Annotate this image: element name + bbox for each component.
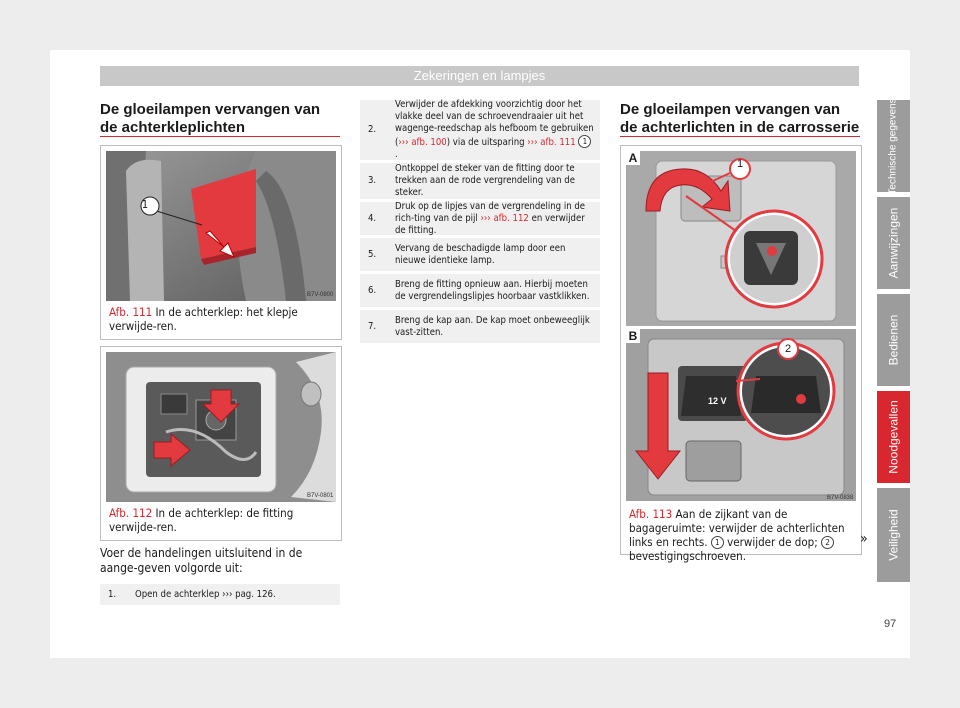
caption-label: Afb. 112 [109,506,153,520]
step-6: 6. Breng de fitting opnieuw aan. Hierbij… [360,274,600,307]
continued-marker: » [860,531,868,547]
tab-label: Noodgevallen [886,400,901,474]
figure-111-image [106,151,336,301]
tab-label: Bedienen [886,314,901,366]
figure-113-image [626,151,856,501]
step-number: 1. [108,589,117,600]
step-text: Ontkoppel de steker van de fitting door … [395,163,575,198]
caption-label: Afb. 111 [109,305,153,319]
figure-code: B7V-0838 [827,495,854,501]
caption-text: Aan de zijkant van de bagageruimte: verw… [629,507,845,549]
step-text-part: ) via de uitsparing [446,137,528,148]
steps-list: 2. Verwijder de afdekking voorzichtig do… [360,99,600,346]
callout-1: 1 [578,135,592,148]
callout-2: 2 [784,343,792,355]
step-number: 2. [368,124,377,135]
figure-113-caption: Afb. 113 Aan de zijkant van de bagagerui… [629,507,855,563]
page-number: 97 [884,618,897,630]
tab-veiligheid[interactable]: Veiligheid [877,488,910,582]
page-ref-arrows: ››› [222,589,233,600]
figure-ref-112[interactable]: ››› afb. 112 [480,212,529,224]
step-text-part: Druk op de lipjes van de vergrendeling i… [395,200,586,224]
figure-code: B7V-0801 [307,493,334,499]
step-3: 3. Ontkoppel de steker van de fitting do… [360,163,600,199]
step-number: 5. [368,248,377,260]
tab-label: Technische gegevens [888,97,899,195]
tab-label: Veiligheid [886,509,901,561]
figure-113: A B 1 2 12 V B7V-0838 Afb. 113 Aan de zi… [620,145,862,563]
figure-code: B7V-0800 [307,292,334,298]
figure-112: B7V-0801 Afb. 112 In de achterklep: de f… [100,346,342,541]
figure-111: B7V-0800 1 Afb. 111 In de achterklep: he… [100,145,342,340]
voltage-label: 12 V [708,396,727,406]
step-7: 7. Breng de kap aan. De kap moet onbewee… [360,310,600,343]
step-text: Vervang de beschadigde lamp door een nie… [395,242,566,266]
step-text-part: en verwijder de fitting. [395,212,585,236]
step-5: 5. Vervang de beschadigde lamp door een … [360,238,600,271]
step-1: 1. Open de achterklep ››› pag. 126. [100,584,340,605]
step-number: 3. [368,175,377,186]
caption-text: In de achterklep: de fitting verwijde-re… [109,506,294,534]
caption-text: In de achterklep: het klepje verwijde-re… [109,305,298,333]
figure-ref-100[interactable]: ››› afb. 100 [398,137,447,148]
step-text: Breng de kap aan. De kap moet onbeweegli… [395,314,590,338]
caption-text: bevestigingschroeven. [629,549,746,563]
step-number: 4. [368,212,377,224]
step-text: Breng de fitting opnieuw aan. Hierbij mo… [395,278,590,302]
callout-1: 1 [710,536,724,549]
step-2: 2. Verwijder de afdekking voorzichtig do… [360,99,600,160]
tab-noodgevallen[interactable]: Noodgevallen [877,391,910,483]
tab-aanwijzingen[interactable]: Aanwijzingen [877,197,910,289]
step-text-body: Open de achterklep [135,589,220,600]
step-text-part: Verwijder de afdekking voorzichtig door … [395,99,594,148]
title-rule [620,136,860,137]
caption-text: verwijder de dop; [727,535,818,549]
section-title-carrosserie: De gloeilampen vervangen van de achterli… [620,101,860,136]
tab-bedienen[interactable]: Bedienen [877,294,910,386]
intro-paragraph: Voer de handelingen uitsluitend in de aa… [100,546,303,575]
figure-112-image [106,352,336,502]
step-text: Druk op de lipjes van de vergrendeling i… [395,197,600,241]
tab-technische-gegevens[interactable]: Technische gegevens [877,97,910,195]
step-text-part: . [395,149,398,160]
section-title-achterklep: De gloeilampen vervangen van de achterkl… [100,101,321,136]
step-number: 7. [368,320,377,332]
chapter-header: Zekeringen en lampjes [100,66,859,86]
callout-2: 2 [821,536,835,549]
figure-ref-111[interactable]: ››› afb. 111 [527,137,576,148]
page-ref-link[interactable]: pag. 126. [235,589,276,600]
step-number: 6. [368,284,377,296]
figure-111-caption: Afb. 111 In de achterklep: het klepje ve… [109,305,335,333]
tab-label: Aanwijzingen [886,207,901,279]
figure-112-caption: Afb. 112 In de achterklep: de fitting ve… [109,506,335,534]
callout-1: 1 [141,198,149,211]
callout-1: 1 [736,158,744,170]
step-4: 4. Druk op de lipjes van de vergrendelin… [360,201,600,236]
side-tab-bar: Technische gegevens Aanwijzingen Bediene… [877,97,910,582]
title-rule [100,136,340,137]
panel-label-a: A [628,151,638,165]
step-text: Open de achterklep ››› pag. 126. [135,584,276,605]
caption-label: Afb. 113 [629,507,673,521]
step-text: Verwijder de afdekking voorzichtig door … [395,95,600,165]
panel-label-b: B [628,329,638,343]
